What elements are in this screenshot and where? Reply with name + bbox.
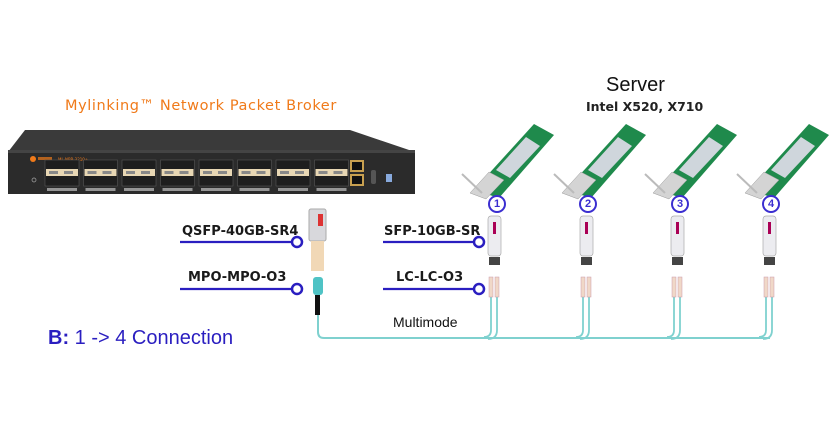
nic-badge-3: 3 [671,195,689,213]
lc-fiber-b-4 [762,297,773,340]
sfp-transceiver-1 [487,215,502,265]
lc-fiber-a-1 [483,297,492,338]
nic-card-4 [736,124,829,200]
npb-port-group [237,159,272,191]
sfp-transceiver-4 [762,215,777,265]
lc-fiber-a-4 [758,297,767,338]
connection-text: 1 -> 4 Connection [74,327,234,349]
mpo-connector [313,277,323,315]
qsfp-label: QSFP-40GB-SR4 [182,224,299,239]
trunk-fiber [317,315,770,339]
npb-chassis: ML-NPB-3210+ [8,130,415,194]
lc-fiber-b-2 [579,297,590,340]
lc-connector-4 [763,276,775,298]
npb-port-group [44,159,80,191]
npb-rj45-ports[interactable] [350,160,364,186]
nic-badge-1: 1 [488,195,506,213]
lc-connector-2 [580,276,592,298]
server-nics [461,124,829,298]
lc-connector-3 [671,276,683,298]
npb-status-leds [386,174,392,182]
nic-badge-4: 4 [762,195,780,213]
label-pointers [180,235,486,296]
lc-fiber-b-1 [487,297,498,340]
npb-title: Mylinking™ Network Packet Broker [65,98,337,114]
lc-fiber-b-3 [670,297,681,340]
sfp-transceiver-3 [670,215,685,265]
npb-port-groups [44,159,349,191]
fiber-cables [317,297,773,340]
npb-port-group [314,159,349,191]
npb-port-group [121,159,157,191]
reset-button[interactable] [31,177,37,183]
nic-card-1 [461,124,554,200]
multimode-label: Multimode [393,314,458,330]
npb-port-group [198,159,234,191]
sfp-label: SFP-10GB-SR [384,224,481,239]
lc-connector-1 [488,276,500,298]
nic-card-2 [553,124,646,200]
server-title: Server [606,74,665,96]
mpo-label: MPO-MPO-O3 [188,270,287,285]
npb-port-group [83,159,118,191]
npb-logo [30,156,52,162]
npb-port-group [160,159,195,191]
connection-caption: B: 1 -> 4 Connection [48,327,233,350]
qsfp-transceiver [308,208,327,271]
npb-port-group [275,159,311,191]
lc-fiber-a-3 [666,297,675,338]
npb-model-label: ML-NPB-3210+ [58,157,88,162]
nic-badge-2: 2 [579,195,597,213]
lc-fiber-a-2 [575,297,584,338]
lc-label: LC-LC-O3 [396,270,464,285]
server-subtitle: Intel X520, X710 [586,99,704,114]
sfp-transceiver-2 [579,215,594,265]
nic-card-3 [644,124,737,200]
npb-usb-port[interactable] [371,170,376,184]
connection-prefix: B: [48,327,70,349]
